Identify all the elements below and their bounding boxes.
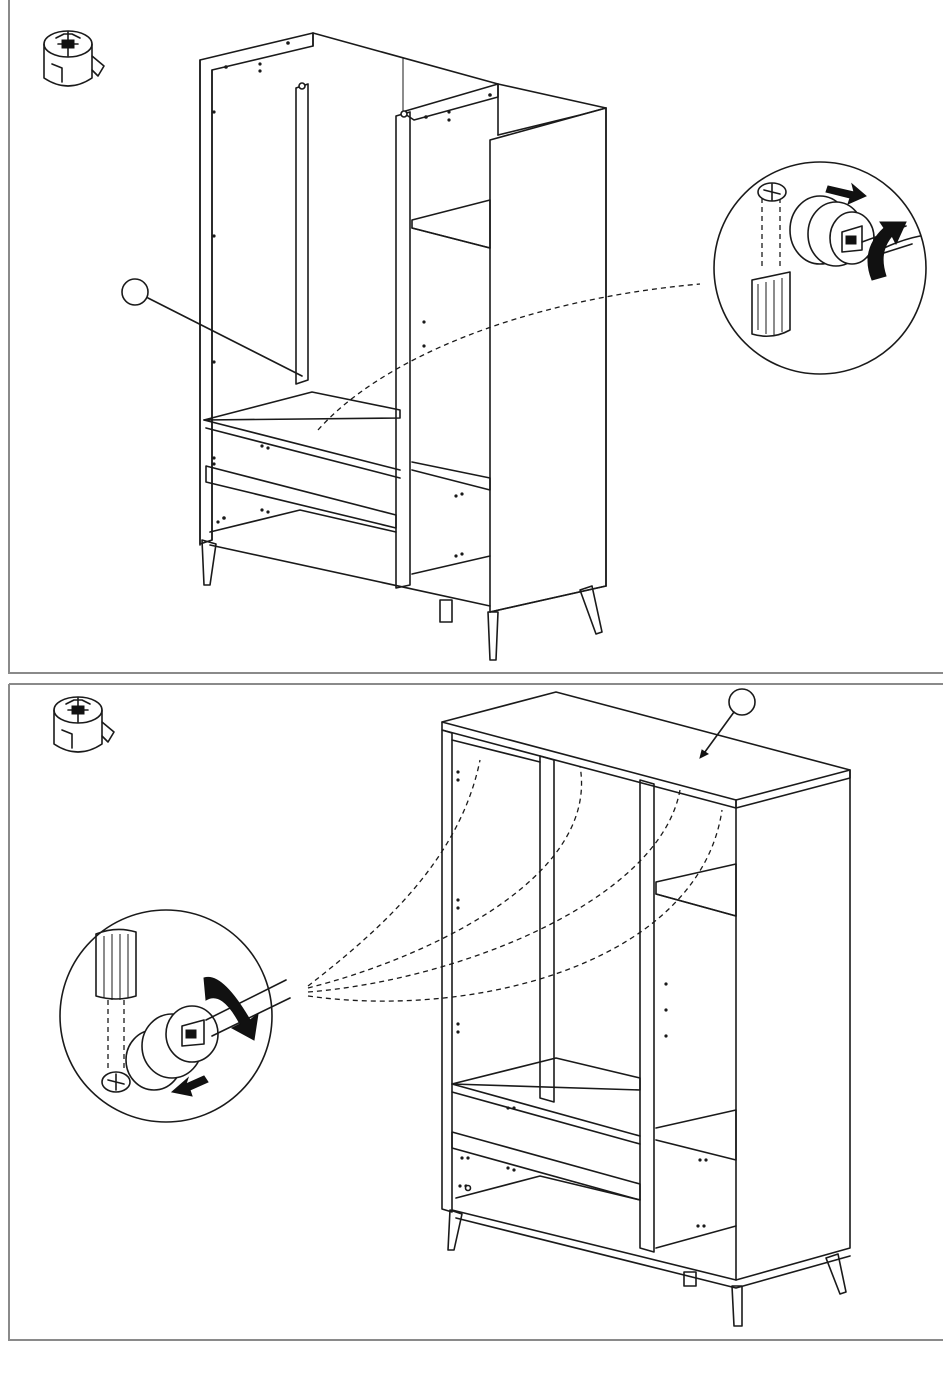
drawer-rail xyxy=(452,1132,640,1200)
cam-lock-fitting-icon xyxy=(44,31,104,86)
step-2-illustration xyxy=(0,680,950,1344)
direction-arrow-icon xyxy=(172,1076,208,1096)
wardrobe-carcass-open-top xyxy=(200,33,606,660)
step-1-illustration xyxy=(0,0,950,680)
leg-back-center xyxy=(440,600,452,622)
detail-leader-dashed xyxy=(318,284,700,430)
cam-lock-detail-magnifier xyxy=(714,162,926,374)
leg-front-left xyxy=(202,540,216,585)
leg-front-right xyxy=(488,612,498,660)
callout-leader-line xyxy=(702,712,734,756)
cam-lock-fitting-icon xyxy=(54,697,114,752)
leg-front-right xyxy=(732,1286,742,1326)
top-panel xyxy=(442,692,850,808)
dowel xyxy=(96,929,136,999)
leg-front-left xyxy=(448,1210,462,1250)
part-callout-circle xyxy=(729,689,755,715)
panel-1-frame xyxy=(9,0,943,673)
callout-leader-line xyxy=(148,298,302,376)
center-partition xyxy=(640,780,654,1252)
left-partition xyxy=(296,84,308,384)
step-panel-1 xyxy=(0,0,950,680)
center-partition xyxy=(396,112,410,588)
wardrobe-carcass-with-top xyxy=(442,692,850,1326)
cam-lock-detail-magnifier xyxy=(60,910,290,1122)
part-callout-circle xyxy=(122,279,148,305)
right-side-panel xyxy=(490,108,606,612)
drawer-rail xyxy=(206,466,396,528)
leg-back-right xyxy=(580,586,602,634)
leg-back-center xyxy=(684,1272,696,1286)
right-side-panel xyxy=(736,770,850,1280)
step-panel-2 xyxy=(0,680,950,1344)
